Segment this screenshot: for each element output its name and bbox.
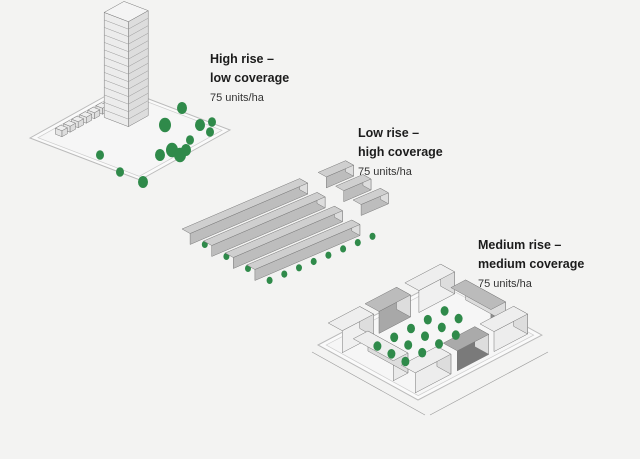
tree [208, 117, 216, 127]
terrace-row-roof [224, 205, 344, 258]
tree [296, 264, 302, 272]
tree [369, 232, 376, 240]
tree [407, 323, 415, 334]
tower-roof [103, 1, 149, 22]
terrace-block-roof [352, 188, 389, 205]
tree [373, 341, 382, 351]
tree [421, 331, 429, 342]
tree [418, 347, 427, 358]
tree [340, 245, 347, 253]
tree [390, 332, 399, 343]
floor-line [104, 62, 149, 75]
medium-rise-illustration [311, 263, 549, 416]
low-rise-density: 75 units/ha [358, 166, 412, 178]
tree [354, 239, 361, 247]
floor-line [104, 17, 149, 30]
terrace-row-roof [181, 178, 309, 234]
tree [451, 330, 460, 340]
floor-line [104, 47, 149, 60]
parking-bay-roof [54, 124, 68, 131]
dimension-line [429, 351, 549, 416]
floor-line [104, 32, 149, 45]
tree [186, 135, 194, 145]
floor-line [104, 100, 149, 112]
tree [206, 127, 214, 137]
parking-bay-roof [79, 111, 93, 118]
tree [195, 119, 205, 131]
tree [155, 149, 165, 161]
tree [310, 257, 317, 266]
tree [116, 167, 124, 177]
tree [423, 314, 432, 325]
terrace-block-roof [335, 174, 372, 191]
tree [437, 322, 446, 333]
tree [177, 102, 187, 114]
apartment-block-roof [442, 326, 490, 352]
tree [325, 251, 332, 259]
high-rise-title-2: low coverage [210, 71, 290, 85]
floor-line [104, 92, 149, 105]
floor-line [104, 55, 149, 67]
tree [440, 306, 449, 316]
medium-rise-title-1: Medium rise – [478, 238, 562, 252]
high-rise-density: 75 units/ha [210, 92, 264, 104]
tree [96, 150, 104, 160]
low-rise-illustration [181, 160, 389, 284]
floor-line [104, 77, 149, 90]
parking-bay-roof [62, 120, 77, 127]
apartment-block-roof [404, 263, 456, 291]
parking-bay-roof [87, 106, 101, 113]
apartment-block-roof [450, 279, 507, 310]
tree [181, 144, 191, 156]
terrace-row-roof [246, 219, 361, 270]
high-rise-label: High rise – low coverage 75 units/ha [210, 50, 289, 107]
tree [281, 270, 288, 278]
tree [454, 313, 463, 324]
floor-line [104, 107, 149, 120]
tree [387, 349, 396, 359]
apartment-block-roof [327, 306, 375, 331]
medium-rise-title-2: medium coverage [478, 257, 585, 271]
terrace-block-roof [317, 160, 355, 178]
floor-line [104, 70, 149, 82]
low-rise-label: Low rise – high coverage 75 units/ha [358, 124, 443, 181]
medium-rise-density: 75 units/ha [478, 278, 532, 290]
tree [401, 356, 410, 367]
high-rise-title-1: High rise – [210, 52, 274, 66]
terrace-row-roof [203, 192, 326, 246]
apartment-block-roof [364, 286, 412, 312]
tree [404, 340, 413, 350]
tree [138, 176, 148, 188]
low-rise-title-2: high coverage [358, 145, 443, 159]
dimension-line [311, 351, 426, 416]
floor-line [104, 25, 149, 37]
floor-line [104, 40, 149, 52]
tree [159, 117, 171, 133]
parking-bay-roof [71, 115, 85, 122]
tree [435, 339, 443, 349]
floor-line [104, 85, 149, 97]
apartment-block-roof [479, 306, 529, 332]
high-rise-illustration [28, 1, 232, 188]
tree [266, 276, 273, 284]
low-rise-title-1: Low rise – [358, 126, 420, 140]
medium-rise-label: Medium rise – medium coverage 75 units/h… [478, 236, 584, 293]
